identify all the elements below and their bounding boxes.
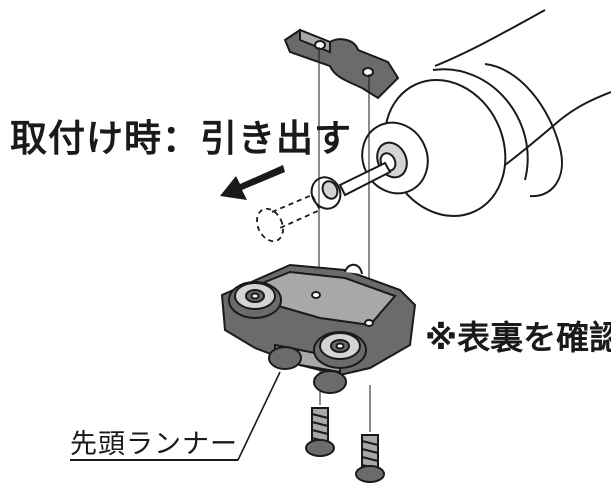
instruction-label: 取付け時：引き出す (10, 117, 352, 160)
screw-left (305, 407, 335, 457)
part-name-label: 先頭ランナー (70, 429, 238, 460)
runner-wheel-left (228, 281, 282, 319)
bracket-clamp (283, 28, 400, 100)
arrow-left-down-icon (220, 165, 285, 200)
dashed-pin-outline (256, 193, 322, 243)
pin-shaft (310, 161, 392, 210)
runner-wheel-right (313, 331, 367, 369)
orientation-note-label: ※表裏を確認 (425, 318, 611, 357)
runner-wheel-bottom-left (268, 346, 302, 370)
part-leader-line (237, 371, 281, 461)
screw-right (355, 434, 385, 483)
runner-wheel-bottom-right (313, 370, 347, 394)
part-name-underline (70, 459, 238, 461)
